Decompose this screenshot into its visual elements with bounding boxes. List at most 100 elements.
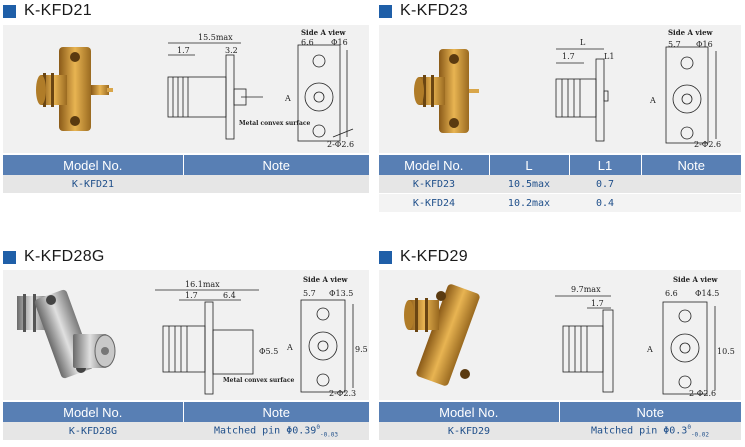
cell-l: 10.2max bbox=[489, 193, 569, 213]
header-note: Note bbox=[183, 155, 369, 175]
dim-w2: 6.6 bbox=[301, 38, 314, 47]
note-text: Matched pin Φ0.3 bbox=[590, 425, 688, 437]
technical-drawing: L 1.7 L1 A Side A view 5.7 Φ16 2-Φ2.6 bbox=[555, 28, 721, 149]
product-figure: 9.7max 1.7 A Side A view 6.6 Φ14.5 10.5 … bbox=[379, 270, 741, 400]
table-row: K-KFD21 bbox=[3, 175, 369, 194]
panel-title: K-KFD23 bbox=[379, 0, 468, 22]
header-note: Note bbox=[183, 402, 369, 422]
dim-side-view: Side A view bbox=[673, 275, 719, 284]
dim-hole: Φ14.5 bbox=[695, 289, 719, 298]
dim-height: 9.5 bbox=[355, 345, 368, 354]
table-header-row: Model No. Note bbox=[3, 155, 369, 175]
product-photo bbox=[17, 289, 116, 379]
note-tolerance-lower: -0.02 bbox=[690, 431, 709, 439]
technical-drawing: 9.7max 1.7 A Side A view 6.6 Φ14.5 10.5 … bbox=[555, 275, 735, 398]
cell-model: K-KFD21 bbox=[3, 175, 183, 194]
dim-total: 9.7max bbox=[571, 285, 601, 294]
product-figure: 16.1max 1.7 6.4 Φ5.5 A Side A view 5.7 Φ… bbox=[3, 270, 369, 400]
dim-w2: 5.7 bbox=[303, 289, 316, 298]
cell-l: 10.5max bbox=[489, 175, 569, 194]
cell-note: Matched pin Φ0.390-0.03 bbox=[183, 422, 369, 441]
dim-w2: 6.6 bbox=[665, 289, 678, 298]
dim-total: 15.5max bbox=[198, 33, 233, 42]
cell-note bbox=[183, 175, 369, 194]
header-model: Model No. bbox=[3, 155, 184, 175]
table-row: K-KFD23 10.5max 0.7 bbox=[379, 175, 741, 194]
dim-hole: Φ16 bbox=[696, 40, 713, 49]
dim-side-view: Side A view bbox=[301, 28, 347, 37]
dim-side-view: Side A view bbox=[303, 275, 349, 284]
title-marker-icon bbox=[3, 250, 16, 264]
dim-a: 1.7 bbox=[177, 46, 190, 55]
dim-holes: 2-Φ2.6 bbox=[694, 140, 721, 149]
panel-kfd21: K-KFD21 bbox=[3, 0, 369, 200]
note-tolerance-lower: -0.03 bbox=[319, 431, 339, 439]
panel-title: K-KFD28G bbox=[3, 246, 105, 268]
dim-total: L bbox=[580, 38, 586, 47]
panel-title-text: K-KFD29 bbox=[400, 248, 468, 265]
dim-holes: 2-Φ2.3 bbox=[329, 389, 356, 398]
dim-holes: 2-Φ2.6 bbox=[327, 140, 354, 149]
note-tolerance-upper: 0 bbox=[316, 423, 320, 431]
cell-note: Matched pin Φ0.30-0.02 bbox=[559, 422, 741, 441]
spec-table: Model No. Note K-KFD29 Matched pin Φ0.30… bbox=[379, 402, 741, 441]
cell-model: K-KFD23 bbox=[379, 175, 489, 194]
header-note: Note bbox=[559, 402, 741, 422]
dim-holes: 2-Φ2.6 bbox=[689, 389, 716, 398]
header-model: Model No. bbox=[3, 402, 184, 422]
product-photo bbox=[404, 284, 480, 386]
dim-hole: Φ13.5 bbox=[329, 289, 353, 298]
cell-note bbox=[641, 193, 741, 213]
table-header-row: Model No. Note bbox=[379, 402, 741, 422]
spec-table: Model No. L L1 Note K-KFD23 10.5max 0.7 … bbox=[379, 155, 741, 213]
cell-model: K-KFD24 bbox=[379, 193, 489, 213]
dim-b: 3.2 bbox=[225, 46, 238, 55]
dim-surface: Metal convex surface bbox=[239, 120, 310, 127]
table-row: K-KFD29 Matched pin Φ0.30-0.02 bbox=[379, 422, 741, 441]
header-model: Model No. bbox=[379, 402, 560, 422]
panel-title-text: K-KFD23 bbox=[400, 2, 468, 19]
cell-l1: 0.4 bbox=[569, 193, 641, 213]
dim-l1: L1 bbox=[604, 52, 614, 61]
title-marker-icon bbox=[3, 4, 16, 18]
dim-pin: Φ5.5 bbox=[259, 347, 278, 356]
cell-model: K-KFD29 bbox=[379, 422, 559, 441]
panel-title: K-KFD21 bbox=[3, 0, 92, 22]
title-marker-icon bbox=[379, 4, 392, 18]
panel-kfd28g: K-KFD28G bbox=[3, 246, 369, 446]
header-model: Model No. bbox=[379, 155, 490, 175]
dim-marker: A bbox=[649, 96, 656, 105]
dim-side-view: Side A view bbox=[668, 28, 714, 37]
dim-a: 1.7 bbox=[562, 52, 575, 61]
technical-drawing: 15.5max 1.7 3.2 A Side A view 6.6 Φ16 2-… bbox=[167, 28, 354, 149]
panel-title-text: K-KFD28G bbox=[24, 248, 105, 265]
table-header-row: Model No. L L1 Note bbox=[379, 155, 741, 175]
panel-title-text: K-KFD21 bbox=[24, 2, 92, 19]
dim-marker: A bbox=[284, 94, 291, 103]
panel-kfd23: K-KFD23 bbox=[379, 0, 741, 215]
dim-total: 16.1max bbox=[185, 280, 220, 289]
spec-table: Model No. Note K-KFD21 bbox=[3, 155, 369, 194]
cell-note bbox=[641, 175, 741, 194]
product-photo bbox=[414, 49, 479, 133]
dim-surface: Metal convex surface bbox=[223, 377, 294, 384]
cell-model: K-KFD28G bbox=[3, 422, 183, 441]
title-marker-icon bbox=[379, 250, 392, 264]
note-tolerance-upper: 0 bbox=[687, 423, 691, 431]
product-figure: 15.5max 1.7 3.2 A Side A view 6.6 Φ16 2-… bbox=[3, 25, 369, 153]
note-text: Matched pin Φ0.39 bbox=[213, 425, 317, 437]
cell-l1: 0.7 bbox=[569, 175, 641, 194]
table-row: K-KFD28G Matched pin Φ0.390-0.03 bbox=[3, 422, 369, 441]
dim-w2: 5.7 bbox=[668, 40, 681, 49]
panel-kfd29: K-KFD29 bbox=[379, 246, 741, 446]
header-note: Note bbox=[641, 155, 741, 175]
dim-a: 1.7 bbox=[185, 291, 198, 300]
product-figure: L 1.7 L1 A Side A view 5.7 Φ16 2-Φ2.6 bbox=[379, 25, 741, 153]
dim-height: 10.5 bbox=[717, 347, 735, 356]
table-row: K-KFD24 10.2max 0.4 bbox=[379, 193, 741, 213]
dim-a: 1.7 bbox=[591, 299, 604, 308]
product-photo bbox=[36, 47, 113, 131]
dim-marker: A bbox=[646, 345, 653, 354]
spec-table: Model No. Note K-KFD28G Matched pin Φ0.3… bbox=[3, 402, 369, 441]
dim-marker: A bbox=[286, 343, 293, 352]
